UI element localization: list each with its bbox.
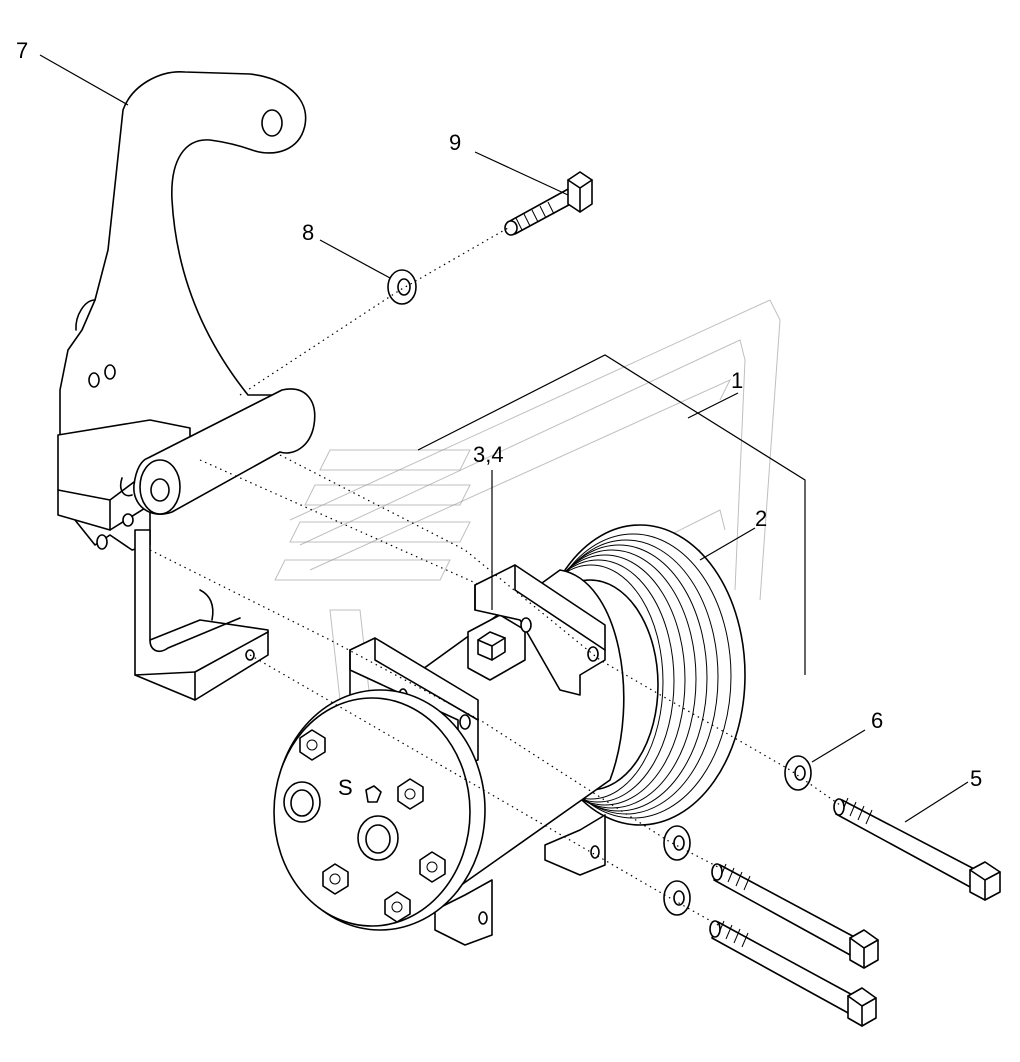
callout-5: 5 <box>970 766 982 791</box>
suction-mark: S <box>338 775 353 800</box>
assembly-line <box>149 227 841 926</box>
bracket-hole <box>88 372 100 388</box>
callout-3-4: 3,4 <box>473 442 504 467</box>
washer <box>663 880 691 916</box>
compressor-body: S <box>273 524 746 946</box>
callout-2: 2 <box>755 506 767 531</box>
discharge-port <box>357 815 399 861</box>
bolt <box>709 920 877 1027</box>
head-bolt <box>299 729 326 761</box>
head-bolt <box>397 778 424 810</box>
callout-6: 6 <box>871 708 883 733</box>
head-bolt <box>384 891 411 923</box>
discharge-mark-outline <box>365 785 382 803</box>
callout-7: 7 <box>16 38 28 63</box>
callout-8: 8 <box>302 220 314 245</box>
bolt <box>711 863 879 969</box>
head-bolt <box>322 863 349 895</box>
head-bolt <box>419 851 446 883</box>
washer-8 <box>387 269 417 305</box>
washer <box>663 825 691 861</box>
bracket-upper-hole <box>261 109 283 137</box>
suction-port <box>283 781 321 823</box>
callout-1: 1 <box>731 368 743 393</box>
bracket-hole <box>104 364 116 380</box>
mounting-bracket <box>57 71 316 701</box>
callout-9: 9 <box>449 130 461 155</box>
compressor-rear-head: S <box>273 689 486 931</box>
bolt-5 <box>833 797 1001 901</box>
washer-6 <box>784 755 812 791</box>
leader-lines <box>39 54 969 823</box>
bolt-9 <box>504 171 593 236</box>
